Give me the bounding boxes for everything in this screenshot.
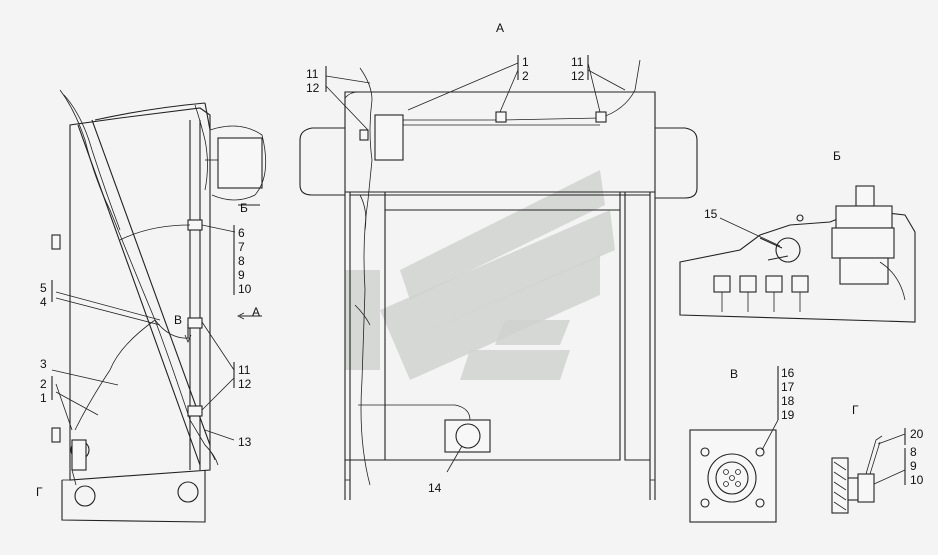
side-ref-5: 5 <box>40 281 47 295</box>
section-mark-a: А <box>252 305 260 319</box>
side-ref-6: 6 <box>238 226 245 240</box>
front-ref-1: 1 <box>522 55 529 69</box>
section-mark-b: Б <box>240 201 248 215</box>
side-ref-2: 2 <box>40 377 47 391</box>
detail-v-ref-17: 17 <box>781 380 795 394</box>
view-title-g: Г <box>852 403 859 417</box>
side-ref-9: 9 <box>238 268 245 282</box>
section-mark-v: В <box>174 313 182 327</box>
front-view <box>299 55 698 500</box>
detail-v-ref-19: 19 <box>781 408 795 422</box>
view-title-v: В <box>730 367 738 381</box>
detail-g-ref-10: 10 <box>910 473 924 487</box>
view-title-b: Б <box>833 149 841 163</box>
side-ref-8: 8 <box>238 254 245 268</box>
detail-v <box>689 366 779 523</box>
front-ref-2: 2 <box>522 69 529 83</box>
watermark-logo <box>345 170 615 380</box>
front-ref-14: 14 <box>428 481 442 495</box>
side-view <box>51 89 267 523</box>
side-ref-11: 11 <box>238 363 251 377</box>
side-ref-10: 10 <box>238 282 252 296</box>
front-ref-11-right: 11 <box>571 55 584 69</box>
detail-g-ref-9: 9 <box>910 459 917 473</box>
front-ref-12-right: 12 <box>571 69 585 83</box>
detail-b-ref-15: 15 <box>704 207 718 221</box>
side-ref-3: 3 <box>40 357 47 371</box>
view-title-a: А <box>496 21 504 35</box>
side-ref-1: 1 <box>40 391 47 405</box>
connector-row <box>713 275 809 312</box>
detail-b <box>679 185 916 323</box>
detail-g <box>831 428 906 514</box>
side-ref-7: 7 <box>238 240 245 254</box>
section-mark-g: Г <box>36 485 43 499</box>
detail-v-ref-16: 16 <box>781 366 795 380</box>
front-ref-12-left: 12 <box>306 81 320 95</box>
side-ref-12: 12 <box>238 377 252 391</box>
front-ref-11-left: 11 <box>306 67 319 81</box>
detail-v-ref-18: 18 <box>781 394 795 408</box>
side-ref-13: 13 <box>238 435 252 449</box>
detail-g-ref-8: 8 <box>910 445 917 459</box>
detail-g-ref-20: 20 <box>910 427 924 441</box>
side-ref-4: 4 <box>40 295 47 309</box>
